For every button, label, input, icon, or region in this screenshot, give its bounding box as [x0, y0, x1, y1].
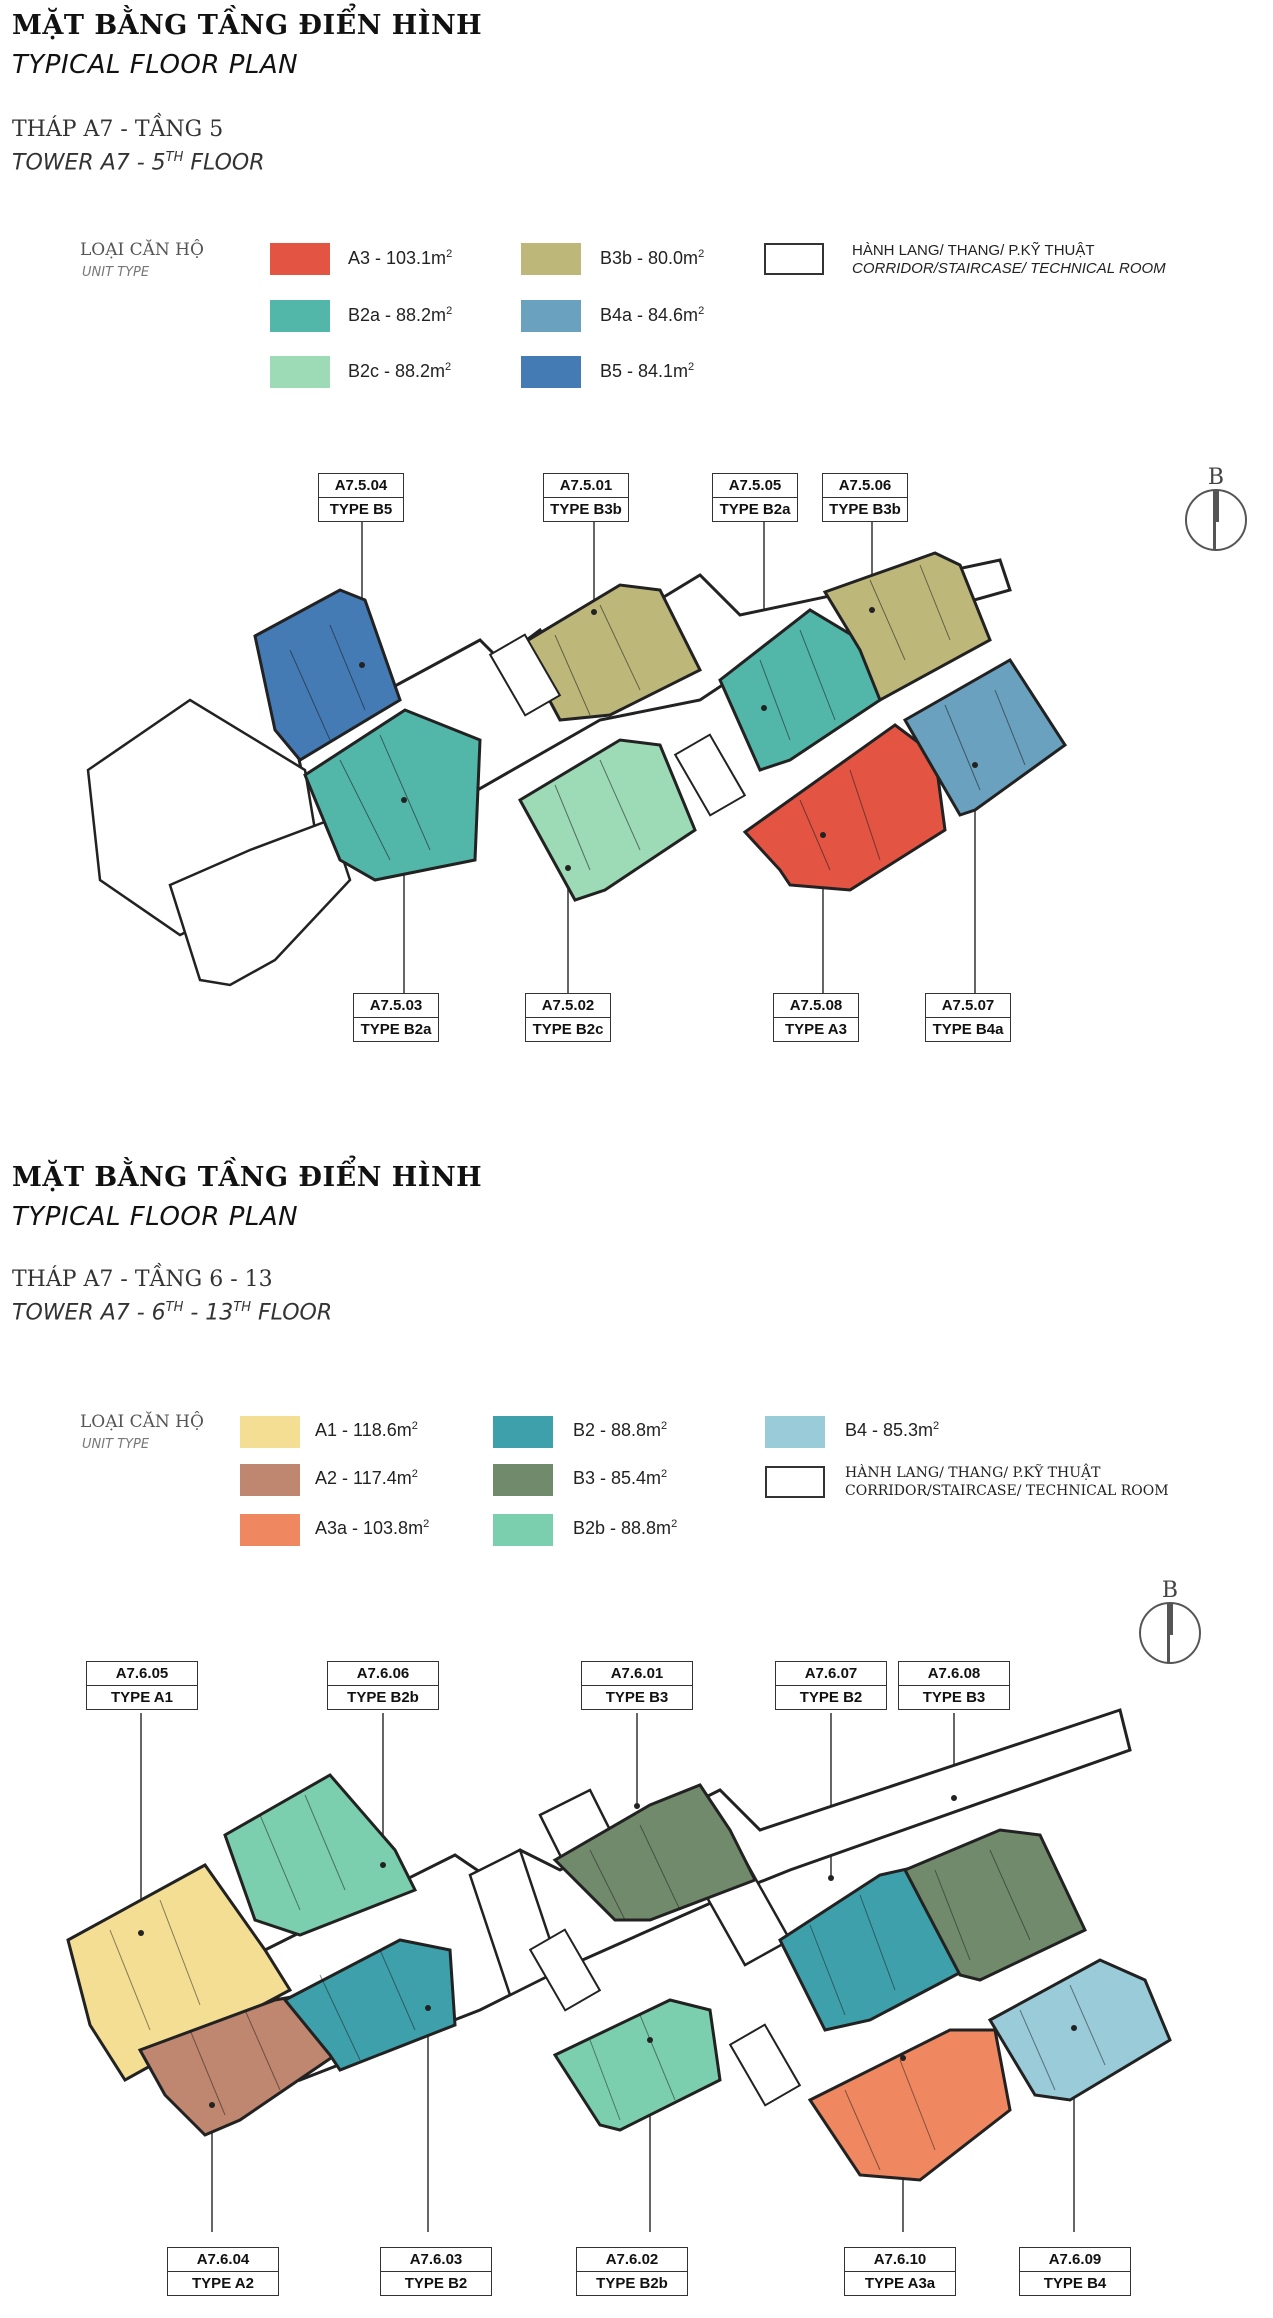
legend-swatch-b2b	[493, 1514, 553, 1546]
compass-north-icon: B	[1139, 1578, 1201, 1664]
unit-a7-5-04-b5	[253, 588, 402, 762]
legend-label-b3: B3 - 85.4m2	[573, 1468, 668, 1488]
legend-label-b4a: B4a - 84.6m2	[600, 305, 705, 325]
legend-label-b3b: B3b - 80.0m2	[600, 248, 705, 268]
legend-label-a1: A1 - 118.6m2	[315, 1420, 418, 1440]
compass-north-icon: B	[1185, 465, 1247, 551]
legend-swatch-b5	[521, 356, 581, 388]
unit-a7-6-08-b3	[902, 1828, 1087, 1982]
page-title-en: TYPICAL FLOOR PLAN	[12, 1202, 299, 1232]
unit-a7-5-07-b4a	[902, 657, 1068, 817]
legend-label-b5: B5 - 84.1m2	[600, 361, 695, 381]
svg-text:B: B	[1162, 1578, 1178, 1603]
unit-a7-5-03-b2a	[303, 708, 482, 882]
floor6-13-section: MẶT BẰNG TẦNG ĐIỂN HÌNH TYPICAL FLOOR PL…	[0, 1150, 1273, 2318]
legend-label-b2b: B2b - 88.8m2	[573, 1518, 678, 1538]
legend-swatch-b4	[765, 1416, 825, 1448]
legend-label-a3: A3 - 103.1m2	[348, 248, 453, 268]
legend-swatch-corridor	[764, 243, 824, 275]
legend-label-b2c: B2c - 88.2m2	[348, 361, 452, 381]
unit-a7-5-06-b3b	[822, 551, 992, 703]
tower-floor-en: TOWER A7 - 5TH FLOOR	[12, 150, 265, 176]
legend-swatch-b3	[493, 1464, 553, 1496]
tower-floor-vn: THÁP A7 - TẦNG 5	[12, 117, 224, 142]
legend-label-a2: A2 - 117.4m2	[315, 1468, 418, 1488]
floor6-13-plan	[66, 1708, 1172, 2232]
legend-swatch-a1	[240, 1416, 300, 1448]
legend-swatch-b2	[493, 1416, 553, 1448]
legend-label-b4: B4 - 85.3m2	[845, 1420, 940, 1440]
legend-swatch-b3b	[521, 243, 581, 275]
legend-title-vn: LOẠI CĂN HỘ	[80, 1412, 204, 1432]
legend-label-b2: B2 - 88.8m2	[573, 1420, 668, 1440]
legend-swatch-corridor	[765, 1466, 825, 1498]
page-title-vn: MẶT BẰNG TẦNG ĐIỂN HÌNH	[12, 1162, 483, 1193]
floor5-section: MẶT BẰNG TẦNG ĐIỂN HÌNH TYPICAL FLOOR PL…	[0, 0, 1273, 1150]
legend-title-en: UNIT TYPE	[82, 265, 150, 280]
legend-title-en: UNIT TYPE	[82, 1437, 150, 1452]
legend-swatch-b2c	[270, 356, 330, 388]
unit-a7-6-09-b4	[987, 1958, 1172, 2102]
unit-a7-5-08-a3	[742, 723, 947, 892]
unit-a7-5-01-b3b	[518, 583, 703, 722]
legend-label-a3a: A3a - 103.8m2	[315, 1518, 430, 1538]
legend-swatch-b2a	[270, 300, 330, 332]
unit-a7-6-03-b2	[282, 1938, 457, 2072]
tower-floor-en: TOWER A7 - 6TH - 13TH FLOOR	[12, 1300, 333, 1326]
legend-title-vn: LOẠI CĂN HỘ	[80, 240, 204, 260]
legend-swatch-b4a	[521, 300, 581, 332]
legend-swatch-a2	[240, 1464, 300, 1496]
floor5-plan	[86, 508, 1068, 995]
legend-swatch-a3	[270, 243, 330, 275]
page-title-en: TYPICAL FLOOR PLAN	[12, 50, 299, 80]
unit-a7-6-01-b3	[552, 1783, 758, 1922]
tower-floor-vn: THÁP A7 - TẦNG 6 - 13	[12, 1267, 273, 1292]
unit-a7-6-10-a3a	[807, 2028, 1012, 2182]
unit-a7-5-02-b2c	[517, 738, 697, 902]
legend-swatch-a3a	[240, 1514, 300, 1546]
page-title-vn: MẶT BẰNG TẦNG ĐIỂN HÌNH	[12, 10, 483, 41]
unit-a7-6-02-b2b	[552, 1998, 722, 2132]
unit-a7-6-06-b2b	[223, 1773, 418, 1937]
legend-label-b2a: B2a - 88.2m2	[348, 305, 453, 325]
unit-a7-6-04-a2	[137, 1988, 352, 2137]
svg-text:B: B	[1208, 465, 1224, 490]
